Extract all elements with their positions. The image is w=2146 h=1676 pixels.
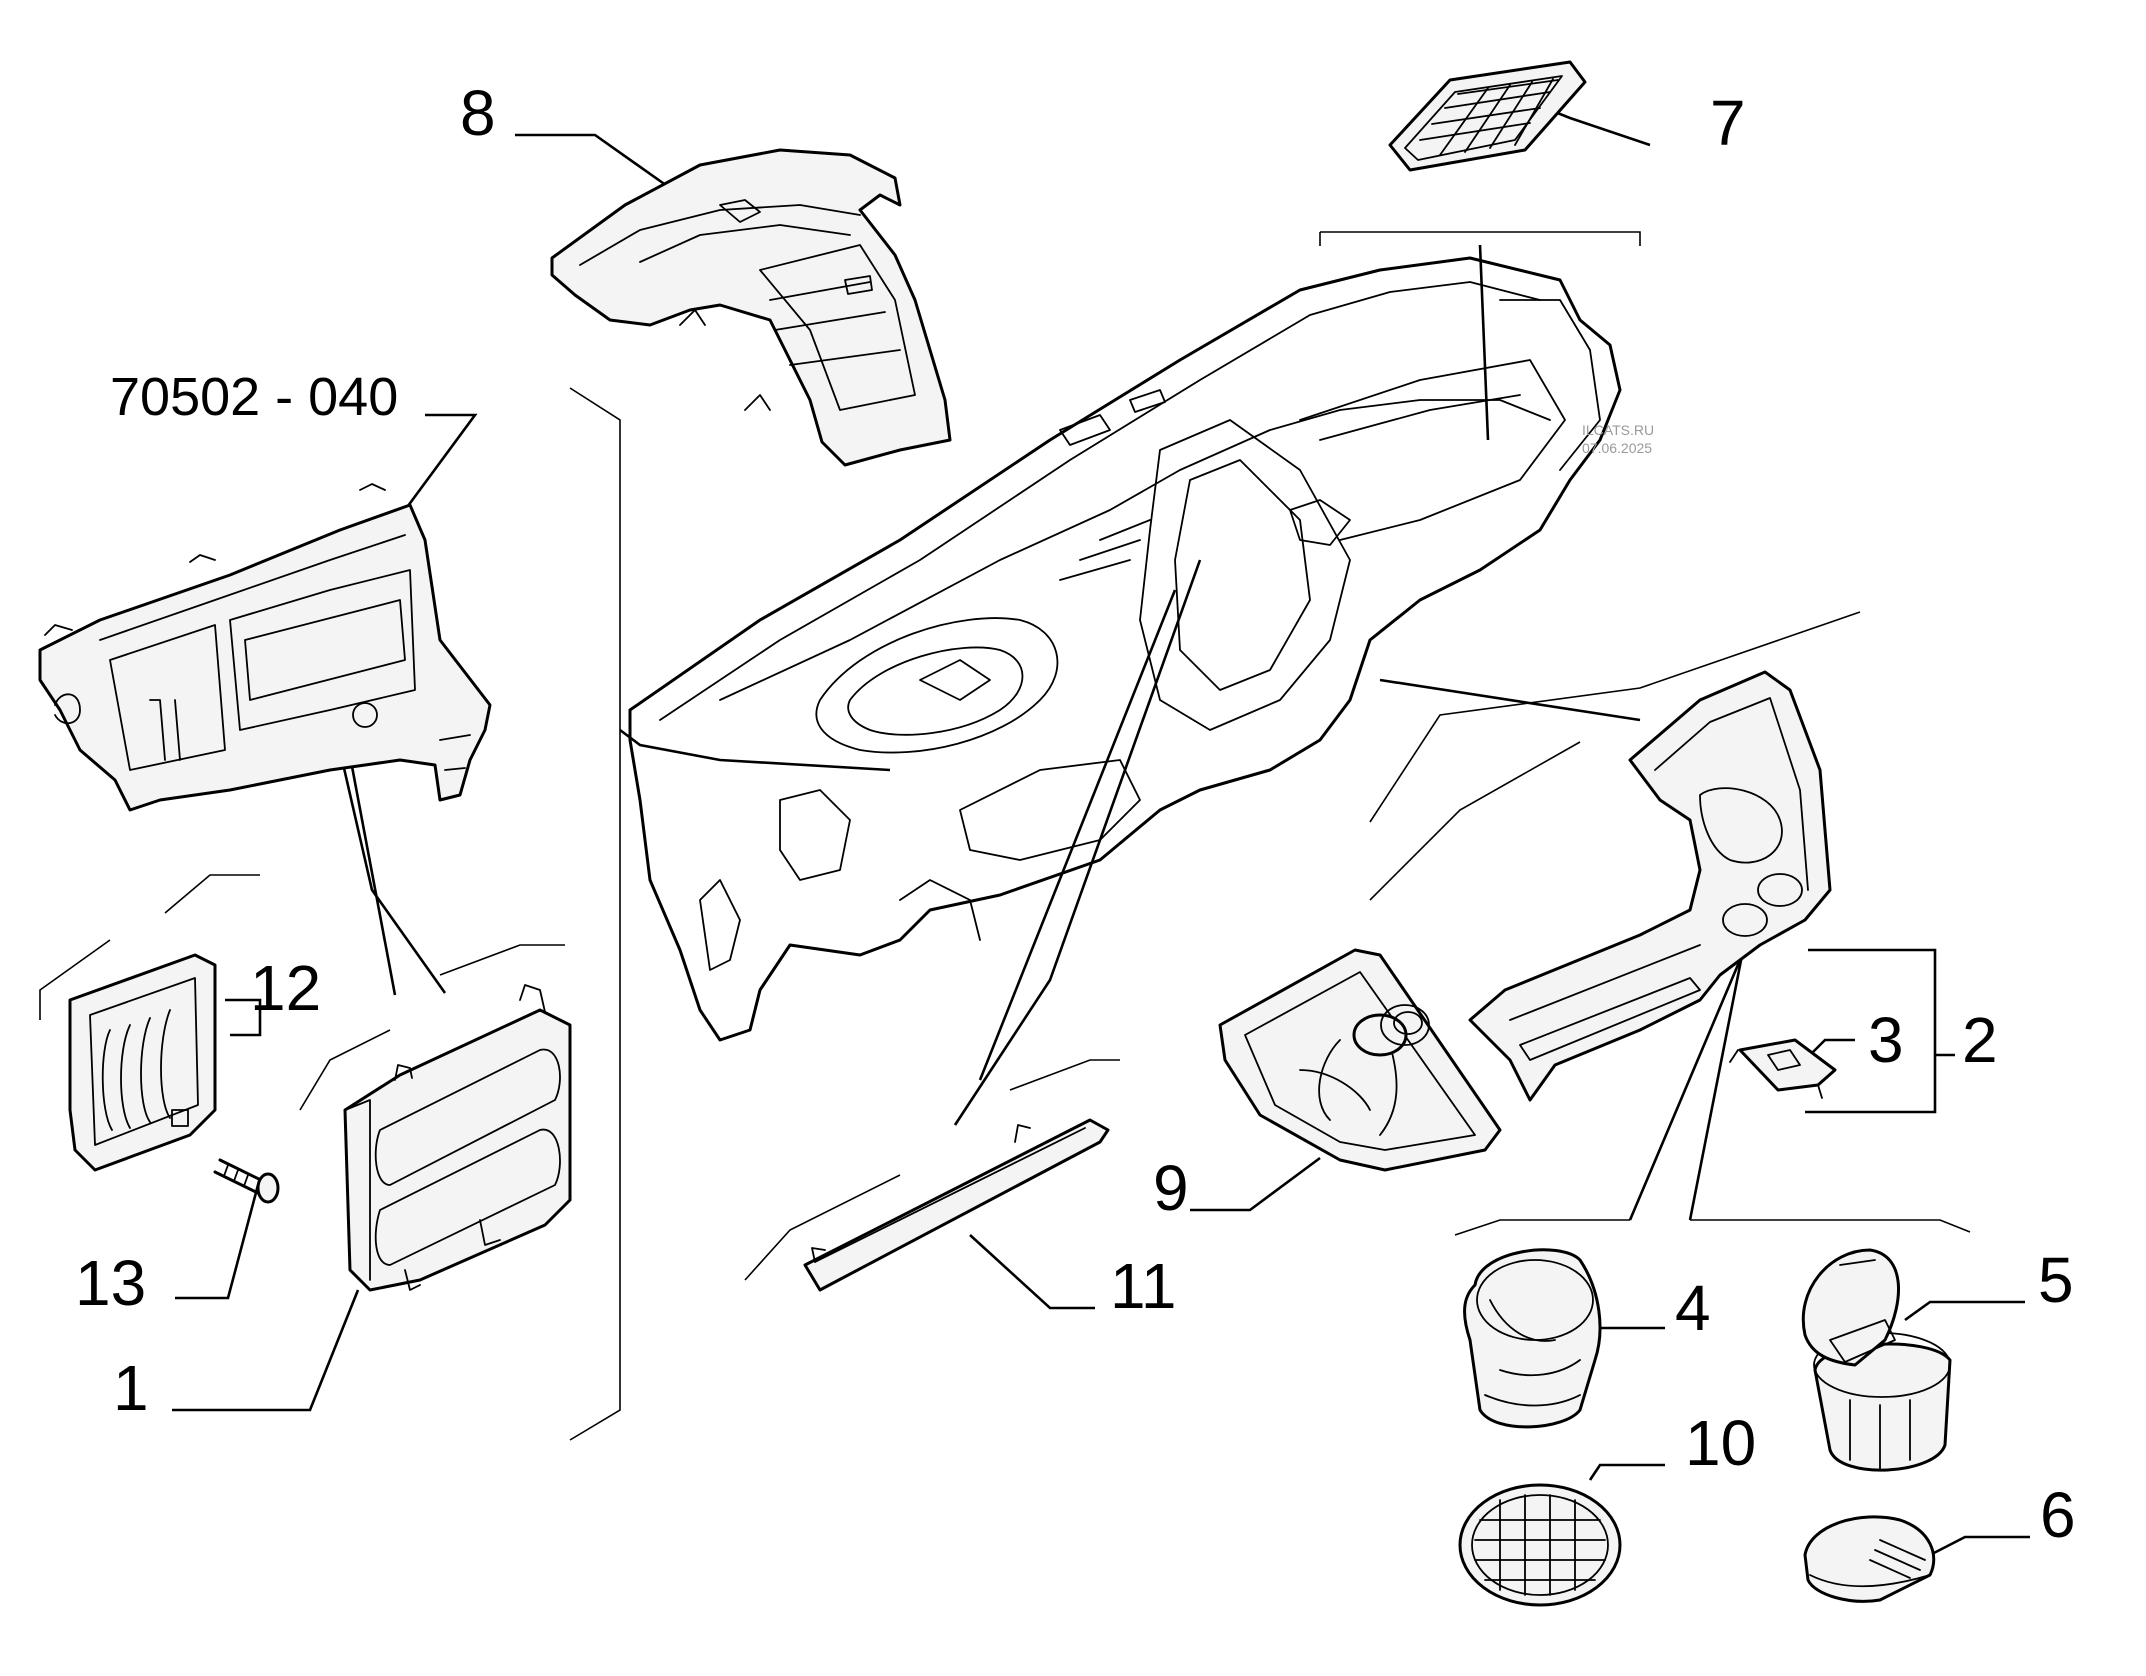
part-6-cap xyxy=(1803,1515,1936,1603)
dashboard-main-panel xyxy=(628,256,1622,1042)
callout-5: 5 xyxy=(2038,1244,2074,1316)
callout-6: 6 xyxy=(2040,1479,2076,1551)
part-2-console-cover xyxy=(1468,670,1832,1102)
watermark-date: 07.06.2025 xyxy=(1582,440,1652,456)
part-13-screw xyxy=(213,1158,280,1204)
callout-12: 12 xyxy=(250,952,321,1024)
callout-7: 7 xyxy=(1710,87,1746,159)
callout-13: 13 xyxy=(75,1247,146,1319)
callout-10: 10 xyxy=(1685,1407,1756,1479)
part-4-cup-holder xyxy=(1463,1248,1602,1429)
reference-code-label: 70502 - 040 xyxy=(110,367,398,427)
part-8-center-bezel xyxy=(550,148,952,467)
callout-4: 4 xyxy=(1675,1272,1711,1344)
part-12-side-vent xyxy=(68,953,217,1172)
callout-2: 2 xyxy=(1962,1004,1998,1076)
part-10-round-speaker-grille xyxy=(1458,1483,1622,1607)
callout-9: 9 xyxy=(1153,1152,1189,1224)
callout-1: 1 xyxy=(113,1352,149,1424)
part-3-retaining-clip xyxy=(1729,1038,1837,1099)
part-11-trim-strip xyxy=(803,1118,1110,1292)
callout-8: 8 xyxy=(460,77,496,149)
part-9-gear-boot xyxy=(1218,948,1502,1172)
watermark-site: ILCATS.RU xyxy=(1582,422,1654,438)
part-5-ashtray xyxy=(1801,1248,1952,1472)
callout-11: 11 xyxy=(1110,1250,1176,1322)
part-7-vent-grille xyxy=(1388,60,1587,172)
guide-lines xyxy=(39,231,1971,1441)
radio-housing-70502-040 xyxy=(38,483,492,812)
callout-3: 3 xyxy=(1868,1004,1904,1076)
part-1-airbag-module xyxy=(343,984,572,1292)
